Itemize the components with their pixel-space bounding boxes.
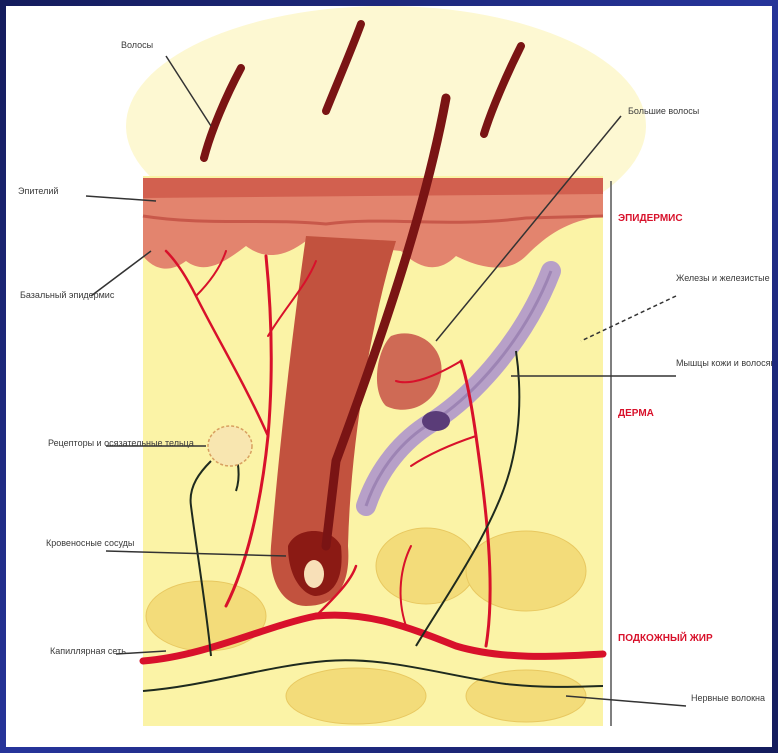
label-capillary-network: Капиллярная сеть bbox=[50, 646, 126, 656]
layer-label-epidermis: ЭПИДЕРМИС bbox=[618, 213, 683, 224]
fat-lobule bbox=[466, 531, 586, 611]
dermal-papilla bbox=[304, 560, 324, 588]
label-muscle-hair: Мышцы кожи и волосяного мешка bbox=[676, 358, 772, 368]
skin-cross-section-diagram: Волосы Эпителий Базальный эпидермис Реце… bbox=[6, 6, 772, 747]
arrector-pili-muscle bbox=[422, 411, 450, 431]
label-hair-root: Большие волосы bbox=[628, 106, 699, 116]
meissner-corpuscle bbox=[208, 426, 252, 466]
diagram-panel: Волосы Эпителий Базальный эпидермис Реце… bbox=[6, 6, 772, 747]
label-vessels: Кровеносные сосуды bbox=[46, 538, 134, 548]
label-epithelium: Эпителий bbox=[18, 186, 58, 196]
layer-label-subcutaneous: ПОДКОЖНЫЙ ЖИР bbox=[618, 631, 713, 644]
label-sweat-gland: Железы и железистые каналы bbox=[676, 273, 772, 283]
layer-label-dermis: ДЕРМА bbox=[618, 408, 654, 419]
fat-lobule bbox=[376, 528, 476, 604]
label-hairs: Волосы bbox=[121, 40, 153, 50]
label-basal-layer: Базальный эпидермис bbox=[20, 290, 115, 300]
label-receptor-bodies: Рецепторы и осязательные тельца bbox=[48, 438, 194, 448]
label-nerve-fibers: Нервные волокна bbox=[691, 693, 765, 703]
fat-lobule bbox=[286, 668, 426, 724]
